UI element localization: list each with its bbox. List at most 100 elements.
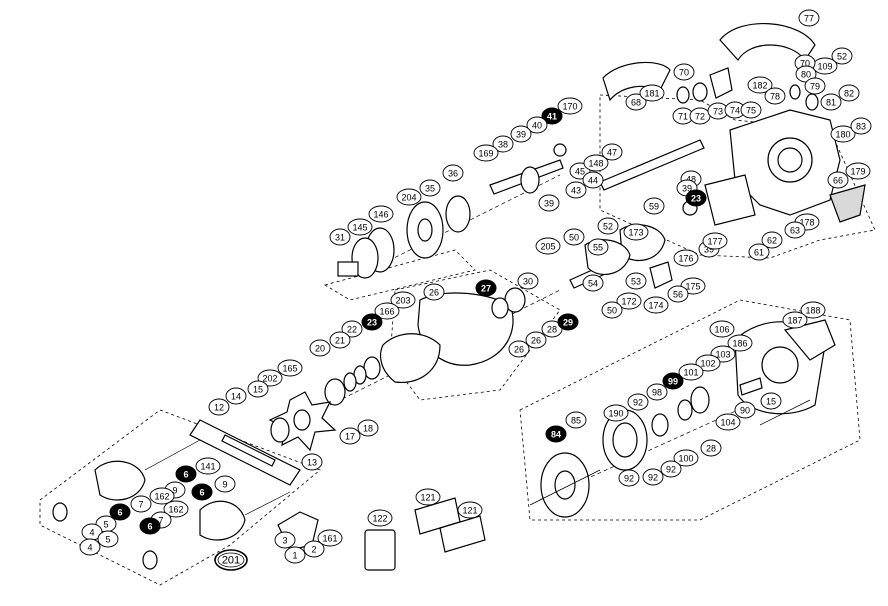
spool-axle (529, 469, 601, 506)
callout-bubble (740, 101, 762, 119)
callout-number: 72 (695, 112, 705, 122)
callout-number: 74 (730, 106, 740, 116)
callout-14: 14 (225, 387, 247, 405)
callout-bubble (341, 320, 363, 338)
callout-180: 180 (830, 125, 856, 143)
ring-101 (677, 399, 693, 421)
brake-drum-inner (612, 422, 638, 458)
callout-28: 28 (541, 320, 563, 338)
callout-bubble (195, 457, 221, 475)
callout-172: 172 (616, 292, 642, 310)
callout-bubble (643, 296, 669, 314)
callout-number: 109 (817, 62, 832, 72)
callout-bubble (616, 292, 642, 310)
callout-number: 103 (715, 350, 730, 360)
callout-number: 177 (707, 237, 722, 247)
callout-31: 31 (329, 228, 351, 246)
callout-number: 9 (222, 480, 227, 490)
callout-number: 172 (621, 297, 636, 307)
callout-bubble (625, 93, 647, 111)
callout-number: 79 (810, 82, 820, 92)
callout-30: 30 (517, 272, 539, 290)
callout-bubble (390, 291, 416, 309)
callout-2: 2 (303, 540, 325, 558)
callout-101: 101 (678, 363, 704, 381)
callout-173: 173 (623, 223, 649, 241)
callout-number: 23 (367, 318, 377, 328)
callout-number: 41 (547, 112, 557, 122)
callout-number: 14 (231, 392, 241, 402)
callout-39: 39 (510, 125, 532, 143)
callout-number: 92 (633, 398, 643, 408)
callout-53: 53 (625, 272, 647, 290)
callout-146: 146 (368, 205, 394, 223)
callout-bubble (538, 194, 560, 212)
callout-bubble (97, 530, 119, 548)
callout-26: 26 (525, 331, 547, 349)
callout-186: 186 (727, 334, 753, 352)
callout-number: 63 (790, 226, 800, 236)
callout-number: 187 (787, 316, 802, 326)
clicker-72 (676, 86, 690, 104)
callout-number: 5 (103, 520, 108, 530)
callout-bubble (225, 387, 247, 405)
callout-181: 181 (639, 84, 665, 102)
callout-166: 166 (374, 302, 400, 320)
callout-number: 205 (540, 242, 555, 252)
callout-28: 28 (700, 439, 722, 457)
callout-number: 84 (551, 430, 561, 440)
callout-number: 201 (222, 555, 240, 567)
callout-bubble (163, 500, 189, 518)
callout-121: 121 (415, 488, 441, 506)
callout-66: 66 (827, 171, 849, 189)
callout-number: 166 (379, 307, 394, 317)
drag-bushing (337, 261, 359, 277)
callout-5: 5 (97, 530, 119, 548)
callout-bubble (526, 116, 548, 134)
callout-7: 7 (130, 495, 152, 513)
callout-3: 3 (274, 531, 296, 549)
callout-bubble (492, 135, 514, 153)
callout-bubble (535, 237, 561, 255)
handle-washer (270, 417, 290, 443)
pin-90 (759, 399, 811, 426)
callout-number: 21 (335, 336, 345, 346)
callout-205: 205 (535, 237, 561, 255)
callout-44: 44 (582, 171, 604, 189)
callout-bubble (673, 449, 699, 467)
callout-number: 71 (678, 112, 688, 122)
callout-bubble (678, 363, 704, 381)
callout-number: 6 (199, 488, 204, 498)
callout-bubble (831, 47, 853, 65)
callout-bubble (274, 531, 296, 549)
bearing-99 (651, 413, 669, 437)
callout-6: 6 (139, 517, 161, 535)
callout-bubble (361, 313, 383, 331)
axis-line-spool (539, 399, 761, 501)
callout-84: 84 (545, 425, 567, 443)
callout-bubble (130, 495, 152, 513)
callout-number: 161 (322, 534, 337, 544)
callout-81: 81 (820, 93, 842, 111)
callout-80: 80 (795, 65, 817, 83)
callout-number: 56 (673, 290, 683, 300)
callout-17: 17 (339, 427, 361, 445)
callout-55: 55 (587, 238, 609, 256)
callout-bubble (820, 93, 842, 111)
callout-number: 176 (678, 254, 693, 264)
callout-number: 20 (315, 344, 325, 354)
callout-70: 70 (673, 63, 695, 81)
handle-knob-upper (94, 460, 146, 501)
callout-number: 50 (607, 306, 617, 316)
callout-179: 179 (845, 162, 871, 180)
group-outline-drive-gear (323, 249, 476, 301)
callout-39: 39 (538, 194, 560, 212)
callout-52: 52 (831, 47, 853, 65)
callout-number: 55 (593, 243, 603, 253)
callout-29: 29 (557, 313, 579, 331)
callout-number: 165 (282, 364, 297, 374)
callout-bubble (541, 107, 563, 125)
callout-bubble (782, 311, 808, 329)
callout-141: 141 (195, 457, 221, 475)
